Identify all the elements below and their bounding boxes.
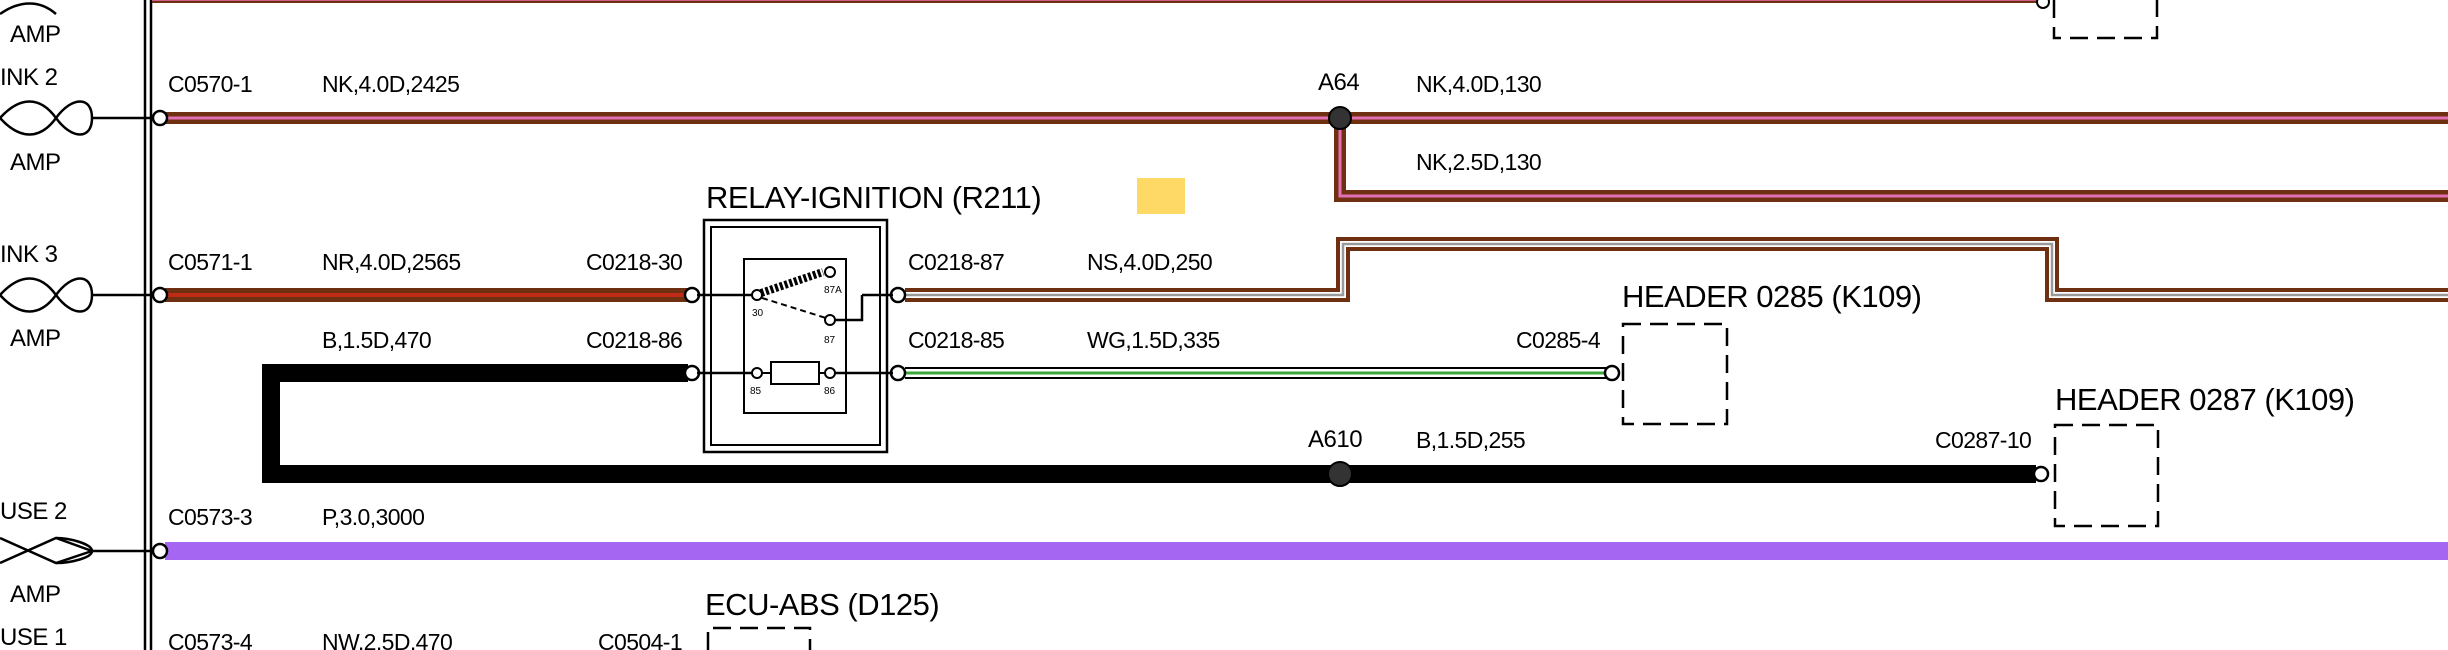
connector-pin-c0287-10	[2032, 465, 2050, 483]
wire-nk-c0570	[165, 112, 2448, 202]
amp-label-top: AMP	[10, 21, 61, 48]
splice-a64	[1328, 106, 1352, 130]
connector-label-c0287-10: C0287-10	[1935, 427, 2031, 453]
wire-spec-c0571-1: NR,4.0D,2565	[322, 249, 461, 275]
relay-pin-86: 86	[824, 386, 836, 397]
connector-label-c0571-1: C0571-1	[168, 249, 252, 275]
relay-title-suffix: )	[1031, 180, 1041, 215]
wire-ns-c0218-87	[905, 237, 2448, 302]
splice-label-a64: A64	[1318, 69, 1359, 96]
relay-pin-30: 30	[752, 308, 764, 319]
source-label-link-2: INK 2	[0, 64, 58, 91]
source-label-link-3: INK 3	[0, 241, 58, 268]
wire-spec-a64-main: NK,4.0D,130	[1416, 71, 1541, 97]
connector-label-c0218-85: C0218-85	[908, 327, 1004, 353]
relay-pin-87: 87	[824, 335, 836, 346]
fuse-link-2	[0, 100, 155, 136]
connector-label-c0218-30: C0218-30	[586, 249, 682, 275]
connector-pin-c0570-1	[151, 109, 169, 127]
fuse-2	[0, 536, 155, 565]
wire-spec-b-470: B,1.5D,470	[322, 327, 431, 353]
source-label-fuse-2: USE 2	[0, 498, 67, 525]
relay-ref-highlight	[1137, 178, 1185, 214]
source-label-fuse-1: USE 1	[0, 624, 67, 650]
wire-spec-c0218-85: WG,1.5D,335	[1087, 327, 1220, 353]
wire-spec-c0218-87: NS,4.0D,250	[1087, 249, 1212, 275]
amp-label-link-3: AMP	[10, 325, 61, 352]
connector-pin-c0218-30	[683, 286, 701, 304]
amp-label-link-2: AMP	[10, 149, 61, 176]
splice-label-a610: A610	[1308, 426, 1362, 453]
fuse-1-fragment	[0, 2, 57, 16]
wire-spec-c0573-3: P,3.0,3000	[322, 504, 424, 530]
splice-a610	[1327, 461, 1353, 487]
connector-pin-c0571-1	[151, 286, 169, 304]
ecu-abs-outline	[706, 626, 812, 650]
wire-spec-a64-branch: NK,2.5D,130	[1416, 149, 1541, 175]
wire-spec-c0570-1: NK,4.0D,2425	[322, 71, 459, 97]
connector-label-c0218-86: C0218-86	[586, 327, 682, 353]
wire-b-470	[262, 364, 2036, 483]
connector-pin-c0218-85	[889, 364, 907, 382]
relay-pin-85: 85	[750, 386, 762, 397]
connector-label-c0570-1: C0570-1	[168, 71, 252, 97]
amp-label-fuse-2: AMP	[10, 581, 61, 608]
header-0287-title: HEADER 0287 (K109)	[2055, 382, 2354, 417]
connector-label-c0285-4: C0285-4	[1516, 327, 1601, 353]
relay-ref: R211	[962, 180, 1032, 215]
relay-ignition-r211	[697, 218, 893, 454]
component-title-ecu-abs: ECU-ABS (D125)	[705, 587, 939, 622]
relay-pin-87a: 87A	[824, 285, 842, 296]
connector-label-c0504-1: C0504-1	[598, 629, 682, 650]
connector-label-c0573-4: C0573-4	[168, 629, 253, 650]
connector-pin-c0218-87	[889, 286, 907, 304]
header-0285-title: HEADER 0285 (K109)	[1622, 279, 1921, 314]
wire-spec-a610: B,1.5D,255	[1416, 427, 1525, 453]
top-wire-fragment	[152, 0, 2159, 40]
wire-spec-c0573-4: NW,2.5D,470	[322, 629, 452, 650]
left-bus-bars	[143, 0, 153, 650]
connector-pin-c0218-86	[683, 364, 701, 382]
relay-title-prefix: RELAY-IGNITION (	[706, 180, 963, 215]
header-0285-outline	[1621, 322, 1729, 426]
fuse-link-3	[0, 277, 155, 313]
connector-pin-c0285-4	[1603, 364, 1621, 382]
relay-title: RELAY-IGNITION (R211)	[706, 180, 1041, 215]
connector-label-c0218-87: C0218-87	[908, 249, 1004, 275]
header-0287-outline	[2053, 423, 2160, 528]
connector-label-c0573-3: C0573-3	[168, 504, 252, 530]
connector-pin-c0573-3	[151, 542, 169, 560]
